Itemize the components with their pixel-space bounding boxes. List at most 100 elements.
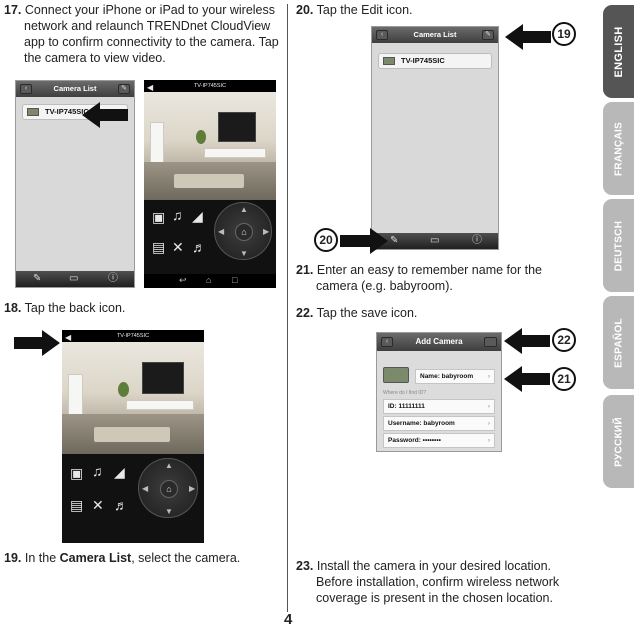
snapshot-icon[interactable]: ▣ [70,465,84,481]
info-icon[interactable]: ⓘ [108,273,118,284]
nav-home-icon[interactable]: ⌂ [206,275,212,285]
step-text: Tap the save icon. [316,306,418,320]
microphone-icon[interactable]: ♫ [92,463,103,479]
back-icon[interactable]: ‹ [20,84,32,94]
speaker-icon[interactable]: ◢ [192,208,203,224]
camera-name: TV-IP745SIC [401,56,445,65]
pan-tilt-dpad[interactable]: ⌂ ▲ ▼ ◀ ▶ [214,202,272,260]
tab-label: РУССКИЙ [613,416,624,467]
android-navbar: ↩ ⌂ □ [144,274,276,288]
trash-icon[interactable]: ▭ [69,273,79,284]
microphone-icon[interactable]: ♫ [172,207,183,223]
step-text: Enter an easy to remember name for the [316,263,542,277]
tab-francais[interactable]: FRANÇAIS [603,102,634,195]
tab-label: ESPAÑOL [613,317,624,368]
arrow-pointer [504,366,550,392]
trash-icon[interactable]: ▭ [430,235,440,246]
step-text: In the [24,551,60,565]
settings-tools-icon[interactable]: ✕ [172,239,184,255]
tab-espanol[interactable]: ESPAÑOL [603,296,634,389]
home-position-button[interactable]: ⌂ [235,223,253,241]
step-text: camera (e.g. babyroom). [316,279,453,293]
step-number: 21. [296,263,314,277]
tab-russian[interactable]: РУССКИЙ [603,395,634,488]
home-position-button[interactable]: ⌂ [160,480,178,498]
chevron-right-icon: › [487,420,490,427]
back-arrow-icon[interactable]: ◀ [65,333,72,342]
edit-icon[interactable]: ✎ [482,30,494,40]
username-field[interactable]: Username: babyroom › [383,416,495,431]
edit-icon[interactable]: ✎ [118,84,130,94]
tab-label: FRANÇAIS [613,121,624,176]
step-text: , select the camera. [131,551,241,565]
tab-english[interactable]: ENGLISH [603,5,634,98]
step-text: network and relaunch TRENDnet CloudView [24,19,271,33]
camera-video-feed [62,342,204,454]
tab-label: DEUTSCH [613,220,624,271]
tab-deutsch[interactable]: DEUTSCH [603,199,634,292]
step-text-bold: Camera List [59,551,132,565]
chevron-right-icon: › [487,373,490,380]
arrow-pointer [14,330,60,356]
tab-label: ENGLISH [612,26,625,77]
step-number: 22. [296,306,314,320]
step-18: 18. Tap the back icon. [4,300,284,316]
snapshot-icon[interactable]: ▣ [152,209,166,225]
arrow-pointer [505,24,551,50]
video-title: TV-IP745SIC [193,83,227,89]
back-icon[interactable]: ‹ [376,30,388,40]
arrow-pointer [504,328,550,354]
pan-tilt-dpad[interactable]: ⌂ ▲ ▼ ◀ ▶ [138,458,198,518]
camera-list-screen-edit: Camera List ‹ ✎ TV-IP745SIC ✎ ▭ ⓘ [371,26,499,250]
step-text: Tap the back icon. [24,301,126,315]
nav-back-icon[interactable]: ↩ [179,275,187,285]
column-divider [287,4,288,612]
save-icon[interactable] [484,337,497,347]
speaker-icon[interactable]: ◢ [114,464,125,480]
pencil-icon[interactable]: ✎ [33,273,42,284]
step-17: 17. Connect your iPhone or iPad to your … [4,2,284,66]
back-icon[interactable]: ‹ [381,337,393,347]
camera-list-item[interactable]: TV-IP745SIC [378,53,492,69]
settings-tools-icon[interactable]: ✕ [92,497,104,513]
where-id-link[interactable]: Where do I find ID? [383,390,427,396]
callout-20: 20 [314,228,338,252]
keyboard-icon[interactable]: ▤ [152,239,166,255]
step-20: 20. Tap the Edit icon. [296,2,596,18]
step-23: 23. Install the camera in your desired l… [296,558,596,606]
arrow-pointer [82,102,128,128]
screen-title: Camera List [53,84,97,93]
camera-list-header: Camera List [372,27,498,43]
camera-thumbnail-icon [27,108,39,116]
step-19: 19. In the Camera List, select the camer… [4,550,284,566]
step-number: 19. [4,551,22,565]
password-field[interactable]: Password: •••••••• › [383,433,495,448]
screen-title: Add Camera [415,337,463,346]
info-icon[interactable]: ⓘ [472,235,482,246]
pencil-icon[interactable]: ✎ [390,235,399,246]
chevron-right-icon: › [487,437,490,444]
nav-recent-icon[interactable]: □ [232,275,238,285]
step-22: 22. Tap the save icon. [296,305,596,321]
live-video-screen-back: TV-IP745SIC ◀ ▣ ♫ ◢ ▤ ✕ ♬ ⌂ ▲ ▼ ◀ ▶ [62,330,204,543]
keyboard-icon[interactable]: ▤ [70,497,84,513]
back-arrow-icon[interactable]: ◀ [147,83,154,92]
video-controls: ▣ ♫ ◢ ▤ ✕ ♬ ⌂ ▲ ▼ ◀ ▶ [144,200,276,288]
step-number: 18. [4,301,22,315]
id-field[interactable]: ID: 11111111› [383,399,495,414]
screen-title: Camera List [413,30,457,39]
camera-thumbnail-icon [383,57,395,65]
callout-22: 22 [552,328,576,352]
name-field[interactable]: Name: babyroom› [415,369,495,384]
username-field-value: Username: babyroom [388,420,455,427]
video-controls: ▣ ♫ ◢ ▤ ✕ ♬ ⌂ ▲ ▼ ◀ ▶ [62,454,204,543]
music-icon[interactable]: ♬ [114,497,128,513]
video-header: TV-IP745SIC [144,80,276,92]
camera-video-feed [144,92,276,200]
step-21: 21. Enter an easy to remember name for t… [296,262,596,294]
add-camera-header: Add Camera [377,333,501,351]
callout-21: 21 [552,367,576,391]
camera-name: TV-IP745SIC [45,107,89,116]
password-field-value: Password: •••••••• [388,437,441,444]
music-icon[interactable]: ♬ [192,239,206,255]
